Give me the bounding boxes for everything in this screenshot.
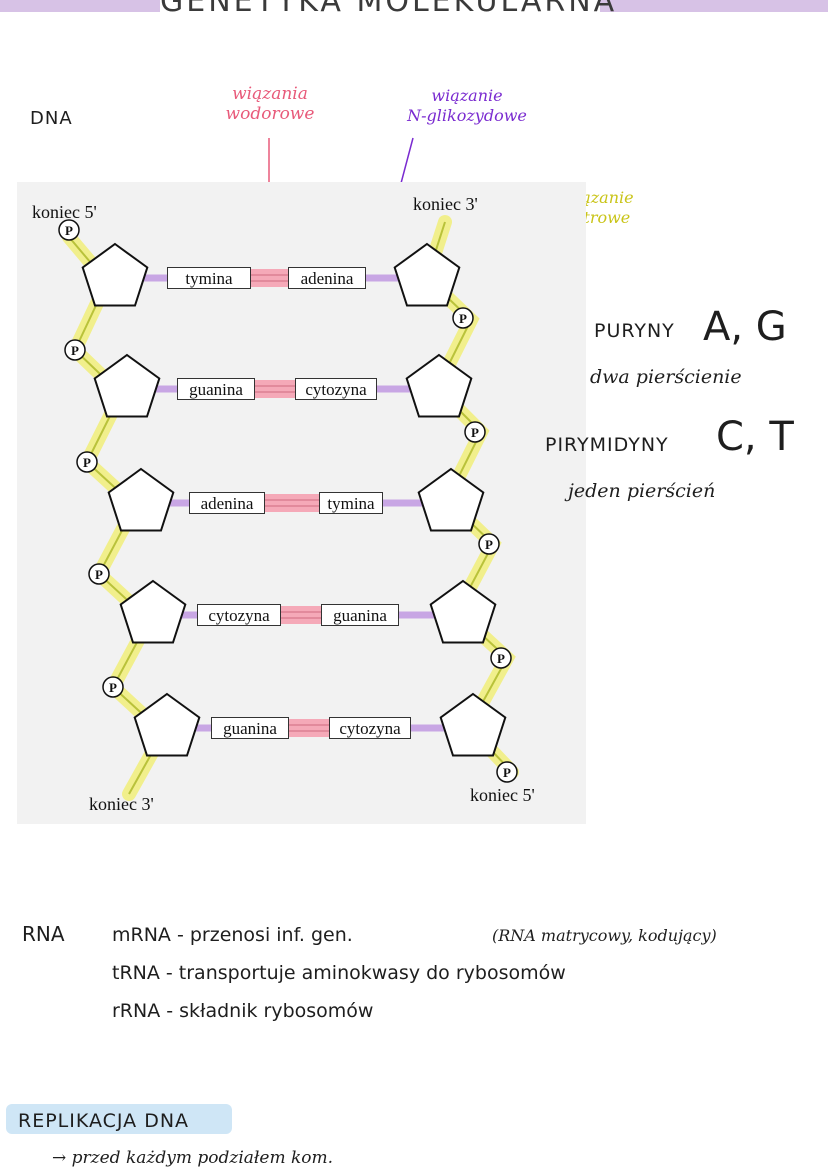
phosphate-label-right-5: P xyxy=(503,765,511,780)
base-right-1: adenina xyxy=(288,267,366,289)
n-glycosidic-bond-label: wiązanie N-glikozydowe xyxy=(392,86,542,126)
dna-structure-diagram: P P P P P P P P P P tymina adenina guanina cytozy… xyxy=(17,182,586,824)
purines-note: dwa pierścienie xyxy=(590,366,742,388)
h-bond-3 xyxy=(265,494,319,512)
page-title: GENETYKA MOLEKULARNA xyxy=(160,0,618,19)
phosphate-circle-right-3 xyxy=(478,533,500,555)
phosphate-circle-right-5 xyxy=(496,761,518,783)
rna-heading: RNA xyxy=(22,922,65,946)
base-left-4: cytozyna xyxy=(197,604,281,626)
phosphate-label-left-3: P xyxy=(83,455,91,470)
replication-note: → przed każdym podziałem kom. xyxy=(52,1148,334,1168)
dna-heading: DNA xyxy=(30,108,73,129)
pyrimidines-letters: C, T xyxy=(716,414,794,460)
n-glycosidic-bond-label-line1: wiązanie xyxy=(431,86,503,105)
sugar-right-2 xyxy=(405,353,473,418)
sugar-right-1 xyxy=(393,242,461,307)
sugar-right-3 xyxy=(417,467,485,532)
phosphate-label-left-2: P xyxy=(71,343,79,358)
sugar-right-4 xyxy=(429,579,497,644)
phosphate-label-left-1: P xyxy=(65,223,73,238)
hydrogen-bond-label: wiązania wodorowe xyxy=(214,84,326,124)
phosphate-label-right-4: P xyxy=(497,651,505,666)
base-left-3: adenina xyxy=(189,492,265,514)
base-right-3: tymina xyxy=(319,492,383,514)
pyrimidines-note: jeden pierścień xyxy=(568,480,716,502)
sugar-right-5 xyxy=(439,692,507,757)
sugar-left-1 xyxy=(81,242,149,307)
replication-highlight xyxy=(6,1104,232,1134)
phosphate-circle-right-2 xyxy=(464,421,486,443)
h-bond-2 xyxy=(255,380,295,398)
n-glycosidic-bond-label-line2: N-glikozydowe xyxy=(407,106,527,125)
phosphate-circle-left-1 xyxy=(58,219,80,241)
replication-title: REPLIKACJA DNA xyxy=(18,1110,190,1132)
dna-svg: P P P P P P P P P P xyxy=(58,215,519,801)
end-label-top-right: koniec 3' xyxy=(413,194,478,214)
phosphate-circle-left-3 xyxy=(76,451,98,473)
h-bond-4 xyxy=(281,606,321,624)
rna-line-rrna: rRNA - składnik rybosomów xyxy=(112,1000,374,1022)
phosphate-circle-left-5 xyxy=(102,676,124,698)
base-left-2: guanina xyxy=(177,378,255,400)
phosphate-label-left-5: P xyxy=(109,680,117,695)
rna-line-mrna: mRNA - przenosi inf. gen. xyxy=(112,924,353,946)
sugar-left-3 xyxy=(107,467,175,532)
sugar-left-5 xyxy=(133,692,201,757)
rna-line-trna: tRNA - transportuje aminokwasy do ryboso… xyxy=(112,962,566,984)
base-left-1: tymina xyxy=(167,267,251,289)
phosphate-label-right-3: P xyxy=(485,537,493,552)
end-label-top-left: koniec 5' xyxy=(32,202,97,222)
phosphate-circle-right-1 xyxy=(452,307,474,329)
purines-title: PURYNY xyxy=(594,320,675,342)
sugar-left-2 xyxy=(93,353,161,418)
phosphate-label-right-2: P xyxy=(471,425,479,440)
base-right-2: cytozyna xyxy=(295,378,377,400)
base-left-5: guanina xyxy=(211,717,289,739)
base-right-4: guanina xyxy=(321,604,399,626)
purines-letters: A, G xyxy=(703,304,787,350)
hydrogen-bond-label-line2: wodorowe xyxy=(225,104,315,124)
pyrimidines-title: PIRYMIDYNY xyxy=(545,434,669,456)
phosphate-circle-left-2 xyxy=(64,339,86,361)
title-highlight-left xyxy=(0,0,160,12)
phosphate-circle-left-4 xyxy=(88,563,110,585)
hydrogen-bond-label-line1: wiązania xyxy=(232,84,308,104)
sugar-left-4 xyxy=(119,579,187,644)
phosphate-label-right-1: P xyxy=(459,311,467,326)
end-label-bottom-right: koniec 5' xyxy=(470,785,535,805)
end-label-bottom-left: koniec 3' xyxy=(89,794,154,814)
h-bond-5 xyxy=(289,719,329,737)
h-bond-1 xyxy=(251,269,288,287)
phosphate-circle-right-4 xyxy=(490,647,512,669)
mrna-note: (RNA matrycowy, kodujący) xyxy=(492,926,717,945)
title-highlight-right xyxy=(600,0,828,12)
phosphate-label-left-4: P xyxy=(95,567,103,582)
base-right-5: cytozyna xyxy=(329,717,411,739)
